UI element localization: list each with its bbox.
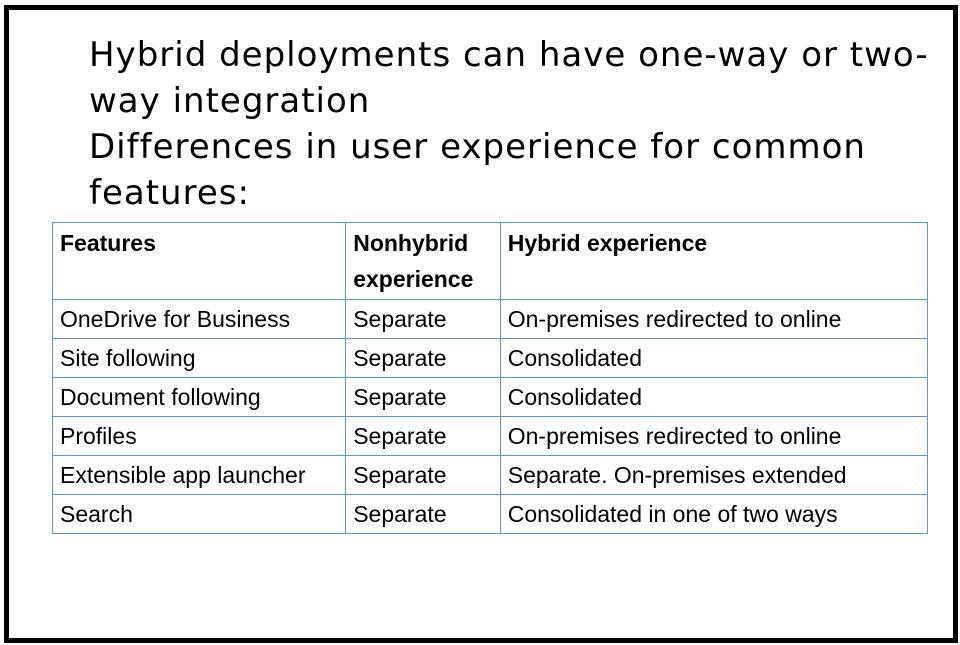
header-hybrid-experience: Hybrid experience — [499, 222, 929, 300]
nonhybrid-cell: Separate — [345, 299, 501, 339]
nonhybrid-cell: Separate — [345, 455, 501, 495]
bullet-user-experience: Differences in user experience for commo… — [89, 127, 866, 213]
nonhybrid-cell: Separate — [345, 338, 501, 378]
hybrid-cell: On-premises redirected to online — [499, 299, 929, 339]
header-features: Features — [51, 222, 347, 300]
feature-cell: Profiles — [51, 416, 347, 456]
bullet-list: Hybrid deployments can have one-way or t… — [89, 32, 929, 216]
table-row: Extensible app launcher Separate Separat… — [51, 455, 929, 495]
hybrid-cell: Consolidated in one of two ways — [499, 494, 929, 534]
table-row: Document following Separate Consolidated — [51, 377, 929, 417]
hybrid-cell: Separate. On-premises extended — [499, 455, 929, 495]
table-header-row: Features Nonhybrid experience Hybrid exp… — [51, 222, 929, 300]
table-row: Search Separate Consolidated in one of t… — [51, 494, 929, 534]
hybrid-cell: On-premises redirected to online — [499, 416, 929, 456]
feature-cell: Search — [51, 494, 347, 534]
nonhybrid-cell: Separate — [345, 377, 501, 417]
feature-cell: Extensible app launcher — [51, 455, 347, 495]
nonhybrid-cell: Separate — [345, 494, 501, 534]
hybrid-cell: Consolidated — [499, 377, 929, 417]
bullet-hybrid-integration: Hybrid deployments can have one-way or t… — [89, 35, 929, 121]
feature-cell: Site following — [51, 338, 347, 378]
hybrid-cell: Consolidated — [499, 338, 929, 378]
table-row: OneDrive for Business Separate On-premis… — [51, 299, 929, 339]
features-table: Features Nonhybrid experience Hybrid exp… — [51, 222, 929, 534]
table-row: Site following Separate Consolidated — [51, 338, 929, 378]
table-row: Profiles Separate On-premises redirected… — [51, 416, 929, 456]
feature-cell: OneDrive for Business — [51, 299, 347, 339]
feature-cell: Document following — [51, 377, 347, 417]
header-nonhybrid-experience: Nonhybrid experience — [345, 222, 501, 300]
nonhybrid-cell: Separate — [345, 416, 501, 456]
